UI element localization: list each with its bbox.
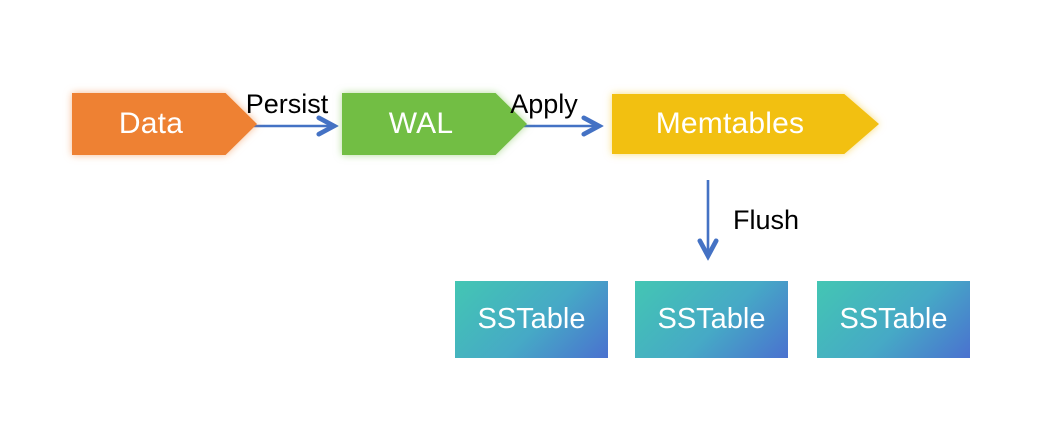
node-wal-label: WAL	[388, 107, 454, 140]
apply-edge-label: Apply	[510, 89, 578, 119]
node-sstable-2-label: SSTable	[657, 303, 766, 335]
node-wal: WAL	[342, 93, 527, 155]
node-sstable-3-label: SSTable	[839, 303, 948, 335]
flush-edge-label: Flush	[733, 205, 800, 235]
node-sstable-2: SSTable	[635, 281, 788, 358]
node-sstable-3: SSTable	[817, 281, 970, 358]
node-memtables-label: Memtables	[655, 107, 805, 140]
node-data: Data	[72, 93, 257, 155]
node-sstable-1: SSTable	[455, 281, 608, 358]
node-sstable-1-label: SSTable	[477, 303, 586, 335]
persist-edge-label: Persist	[245, 89, 329, 119]
node-memtables: Memtables	[612, 94, 879, 154]
node-data-label: Data	[118, 107, 184, 140]
